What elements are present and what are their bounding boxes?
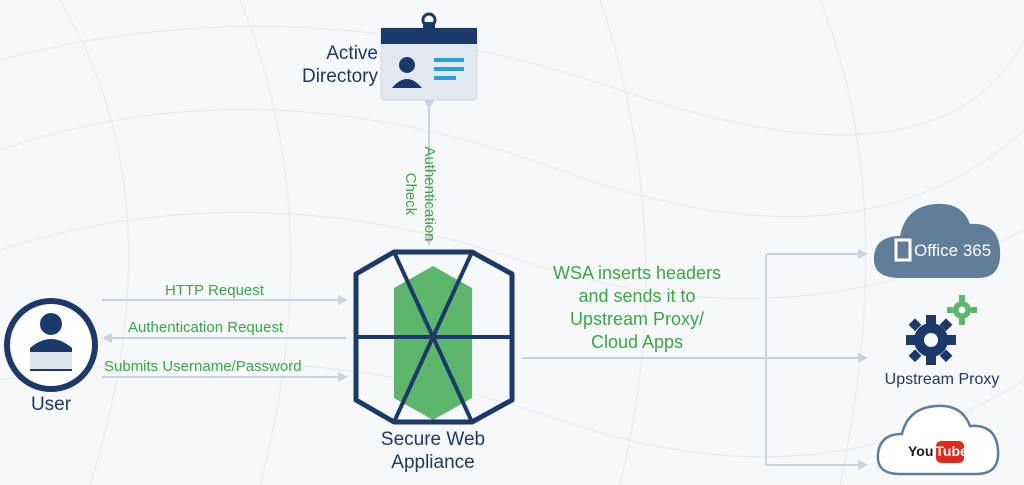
active-directory-label-line2: Directory <box>301 66 378 87</box>
user-label: User <box>30 394 72 415</box>
user-icon <box>4 298 98 392</box>
wsa-note-line3: Upstream Proxy/ <box>569 309 705 329</box>
youtube-label-you: You <box>908 443 934 459</box>
wsa-label-line1: Secure Web <box>380 429 486 450</box>
wsa-note: WSA inserts headers and sends it to Upst… <box>532 262 742 354</box>
http-request-label: HTTP Request <box>165 282 264 299</box>
wsa-label-line2: Appliance <box>391 452 475 473</box>
active-directory-label: Active Directory <box>298 42 378 88</box>
auth-check-label-rotated: Authentication Check <box>401 129 439 259</box>
wsa-note-line2: and sends it to <box>578 286 696 306</box>
auth-check-line2: Check <box>402 172 419 216</box>
auth-check-line1: Authentication <box>421 146 438 242</box>
auth-request-label: Authentication Request <box>128 319 284 336</box>
wsa-note-line4: Cloud Apps <box>590 332 684 352</box>
wsa-label: Secure Web Appliance <box>358 428 508 474</box>
office365-cloud-icon <box>873 203 1001 278</box>
outbound-arrows <box>522 249 868 470</box>
active-directory-icon <box>380 12 478 101</box>
active-directory-label-line1: Active <box>326 43 378 64</box>
secure-web-appliance-icon <box>353 249 515 425</box>
submit-credentials-label: Submits Username/Password <box>104 358 302 375</box>
youtube-label-tube: Tube <box>935 443 968 459</box>
youtube-cloud-icon <box>876 404 1000 476</box>
office365-label: Office 365 <box>914 241 992 260</box>
wsa-note-line1: WSA inserts headers <box>552 263 722 283</box>
upstream-proxy-gear-icon <box>906 295 977 365</box>
upstream-proxy-label: Upstream Proxy <box>884 371 1000 388</box>
